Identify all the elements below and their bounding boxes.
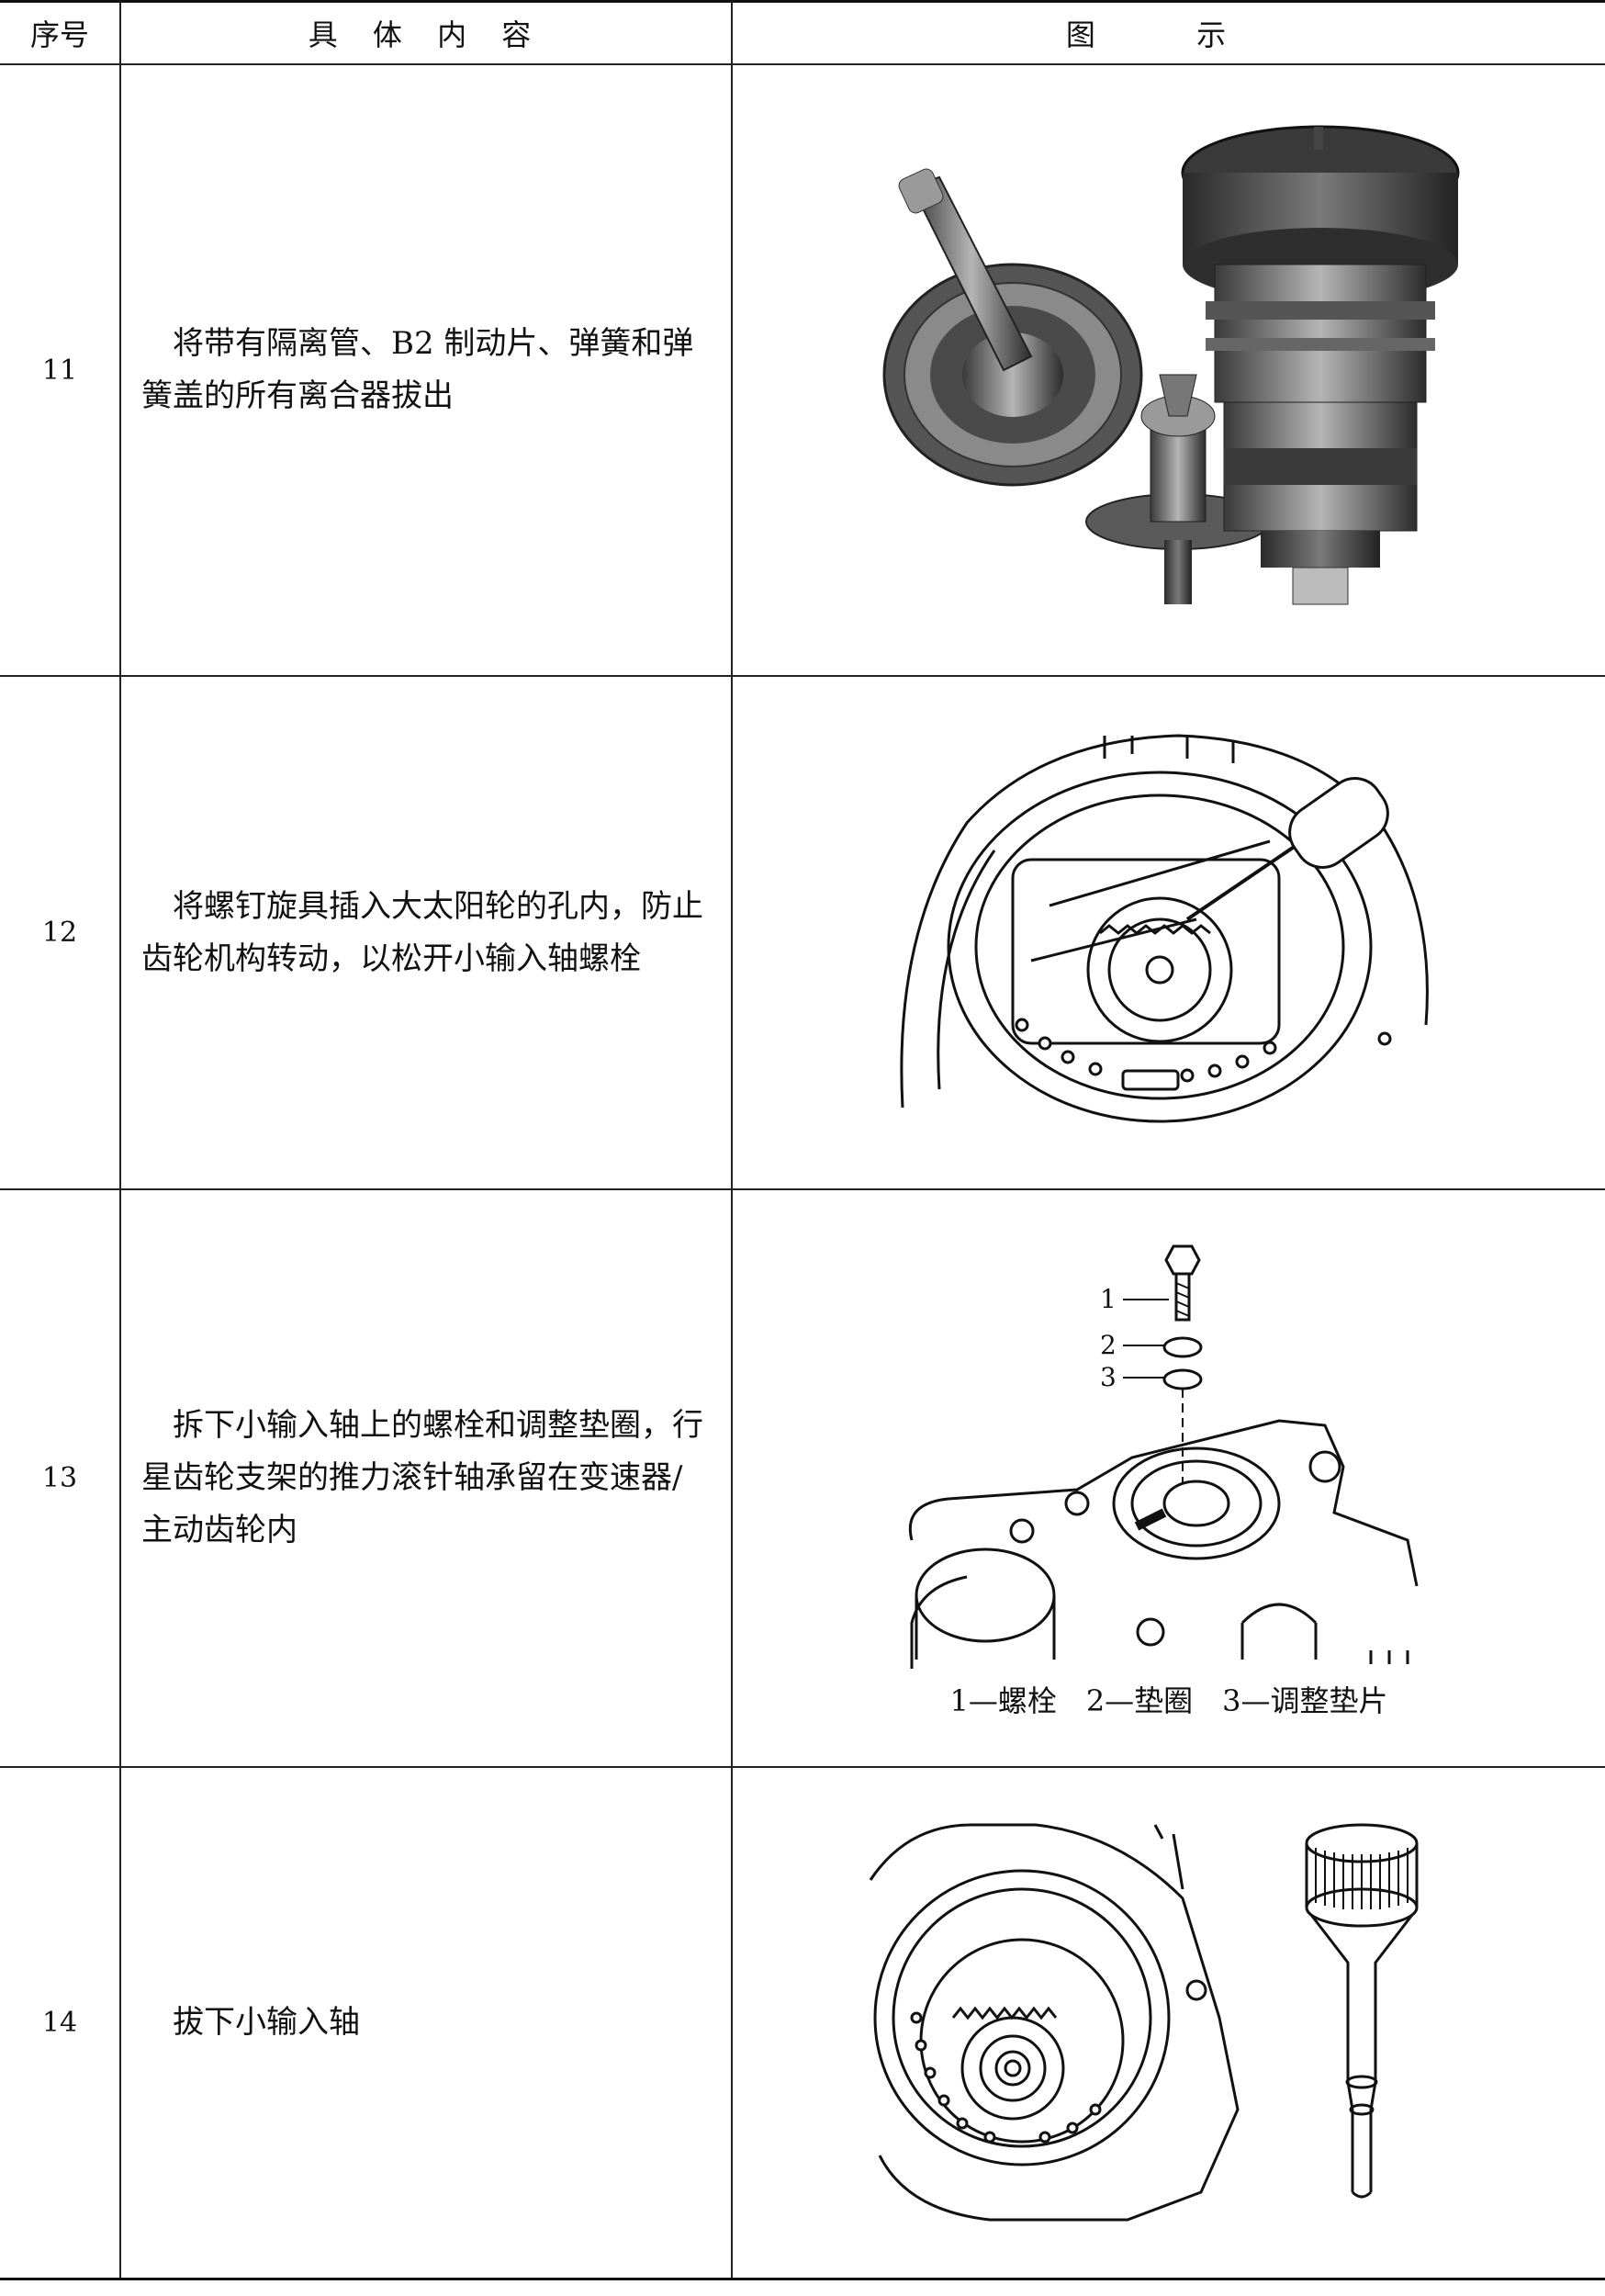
screwdriver-sun-gear-drawing [900,733,1429,1122]
label-3: 3 [1100,1362,1117,1392]
row-figure [731,1766,1605,2279]
label-1: 1 [1100,1284,1117,1314]
header-row: 序号 具 体 内 容 图 示 [0,0,1605,65]
bolt-shim-exploded-drawing: 1 2 3 [908,1244,1419,1669]
row-figure: 1 2 3 1—螺栓 2—垫圈 3—调整垫片 [731,1188,1605,1768]
row-seq: 12 [0,675,121,1190]
table-row: 13 拆下小输入轴上的螺栓和调整垫圈，行星齿轮支架的推力滚针轴承留在变速器/主动… [0,1188,1605,1768]
header-seq: 序号 [0,0,121,65]
row-figure [731,63,1605,677]
clutter-assembly-photo [882,125,1460,605]
row-seq: 13 [0,1188,121,1768]
header-content: 具 体 内 容 [119,0,733,65]
input-shaft-removal-drawing [869,1823,1419,2222]
row-content: 拔下小输入轴 [119,1766,733,2279]
table-row: 14 拔下小输入轴 [0,1766,1605,2279]
row-content: 将带有隔离管、B2 制动片、弹簧和弹簧盖的所有离合器拔出 [119,63,733,677]
label-2: 2 [1100,1330,1117,1360]
figure-caption: 1—螺栓 2—垫圈 3—调整垫片 [949,1683,1388,1718]
row-content: 将螺钉旋具插入大太阳轮的孔内，防止齿轮机构转动，以松开小输入轴螺栓 [119,675,733,1190]
row-figure [731,675,1605,1190]
table-row: 11 将带有隔离管、B2 制动片、弹簧和弹簧盖的所有离合器拔出 [0,63,1605,677]
table-row: 12 将螺钉旋具插入大太阳轮的孔内，防止齿轮机构转动，以松开小输入轴螺栓 [0,675,1605,1190]
row-seq: 14 [0,1766,121,2279]
row-content: 拆下小输入轴上的螺栓和调整垫圈，行星齿轮支架的推力滚针轴承留在变速器/主动齿轮内 [119,1188,733,1768]
row-seq: 11 [0,63,121,677]
header-figure: 图 示 [731,0,1605,65]
